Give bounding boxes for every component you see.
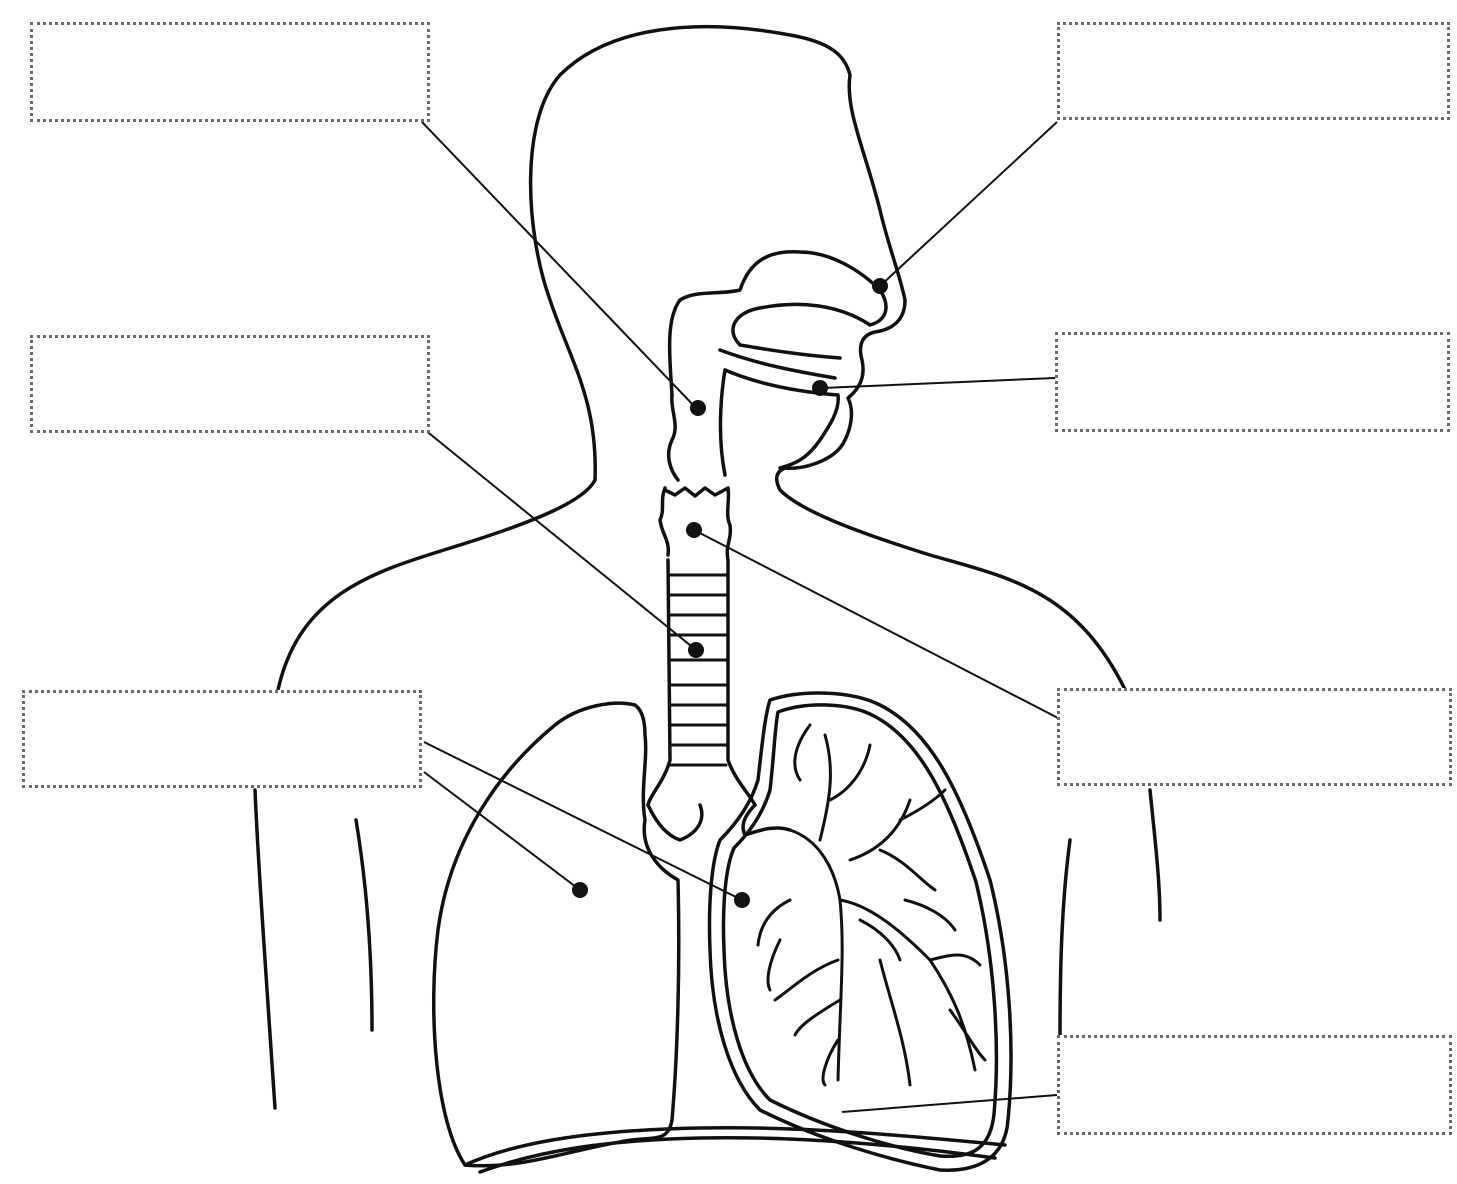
dot-trachea [688, 642, 704, 658]
leader-lines [382, 122, 1058, 1112]
leader-line-mid-left [382, 395, 696, 650]
dot-bronchus [734, 892, 750, 908]
left-inner-arm [356, 820, 372, 1030]
dot-nose [872, 278, 888, 294]
left-arm-outline [255, 790, 275, 1108]
head-body-outline [531, 27, 1130, 700]
left-lung [434, 703, 679, 1166]
trachea-left-wall [648, 560, 670, 805]
label-box-top-left[interactable] [30, 22, 430, 122]
leader-line-top-left [422, 122, 696, 408]
trachea-right-wall [728, 560, 755, 805]
left-bronchus [648, 805, 702, 840]
label-box-lower-left[interactable] [22, 690, 422, 788]
leader-line-lower-right [694, 530, 1058, 718]
label-box-bottom-right[interactable] [1057, 1035, 1452, 1135]
label-box-lower-right[interactable] [1057, 688, 1452, 786]
right-lung-outer [709, 693, 1011, 1170]
label-box-mid-right[interactable] [1055, 332, 1450, 432]
right-arm-outline [1150, 790, 1160, 920]
leader-line-lower-left-b [424, 772, 580, 890]
oral-cavity [720, 350, 838, 468]
pharynx [669, 370, 725, 480]
leader-line-bottom-right [842, 1095, 1057, 1112]
dot-larynx [686, 522, 702, 538]
label-box-mid-left[interactable] [30, 335, 430, 433]
bronchial-tree [758, 725, 985, 1085]
right-inner-arm [1060, 840, 1070, 1040]
left-shoulder-outline [278, 480, 595, 690]
nasal-cavity [670, 252, 886, 395]
leader-line-top-right [880, 122, 1057, 286]
dot-pharynx [690, 400, 706, 416]
dot-mouth [812, 380, 828, 396]
leader-line-mid-right [822, 378, 1055, 388]
label-box-top-right[interactable] [1057, 22, 1450, 120]
dot-lung [572, 882, 588, 898]
trachea-rings [670, 575, 726, 765]
